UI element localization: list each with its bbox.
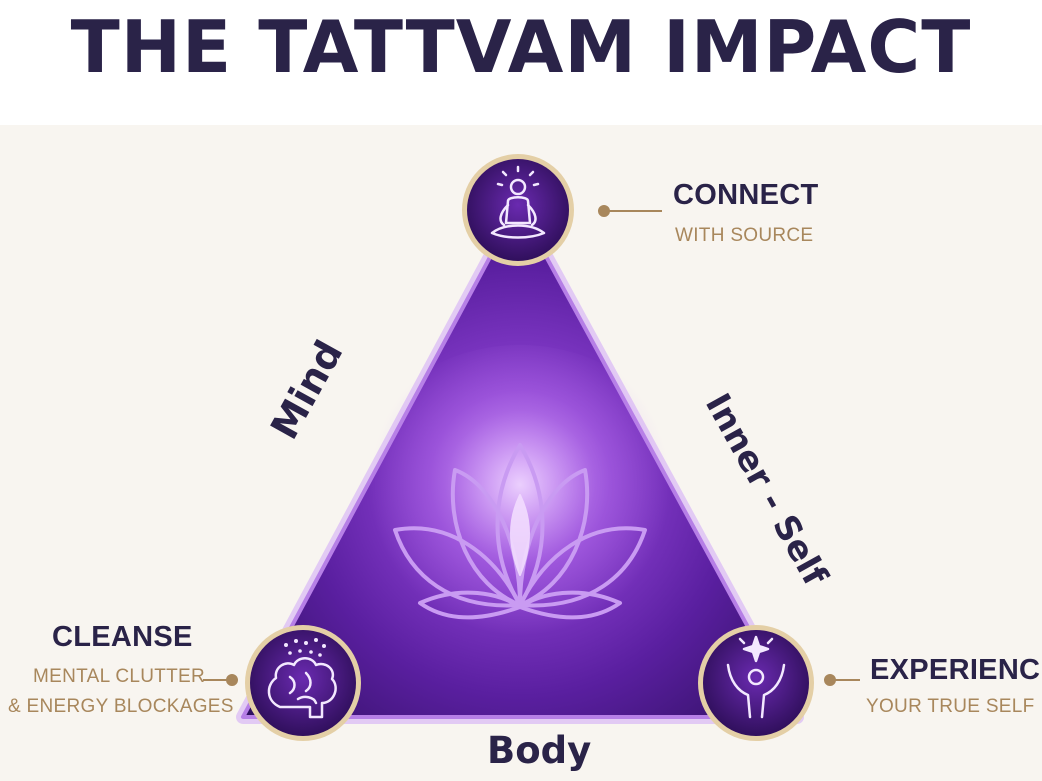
node-experience: [698, 625, 814, 741]
cleanse-subtext-line1: MENTAL CLUTTER: [33, 666, 206, 687]
meditation-icon: [490, 165, 546, 239]
experience-heading: EXPERIENCE: [870, 654, 1042, 686]
page-title: THE TATTVAM IMPACT: [70, 5, 972, 89]
cleanse-heading: CLEANSE: [52, 621, 193, 653]
node-cleanse: [245, 625, 361, 741]
connector-lines: [203, 205, 860, 686]
experience-subtext: YOUR TRUE SELF: [866, 696, 1035, 717]
impact-triangle-diagram: [203, 154, 860, 741]
side-label-body: Body: [487, 729, 592, 772]
lotus-icon: [393, 443, 647, 620]
raised-arms-icon: [726, 635, 786, 719]
diagram-stage: Mind Inner - Self Body CONNECT WITH SOUR…: [0, 125, 1042, 781]
connect-heading: CONNECT: [673, 179, 819, 211]
cleanse-subtext-line2: & ENERGY BLOCKAGES: [8, 696, 234, 717]
particles-icon: [284, 638, 326, 657]
node-connect: [462, 154, 574, 266]
connect-subtext: WITH SOURCE: [675, 225, 814, 246]
brain-icon: [267, 657, 337, 719]
